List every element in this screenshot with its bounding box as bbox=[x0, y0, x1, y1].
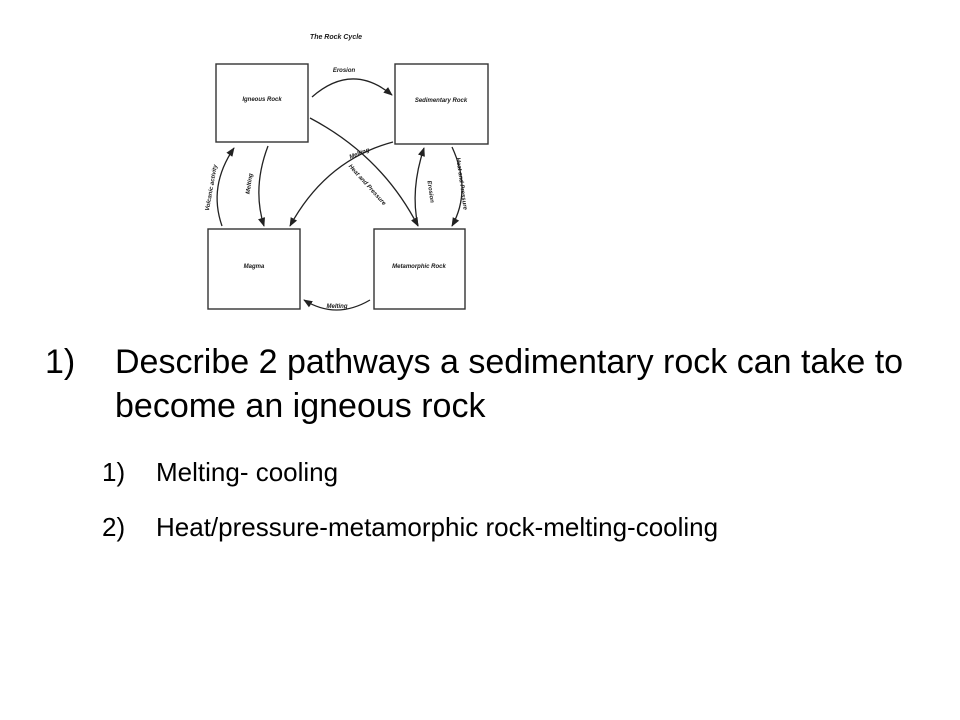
heat-pressure-right-label: Heat and Pressure bbox=[454, 157, 467, 211]
question: 1) Describe 2 pathways a sedimentary roc… bbox=[45, 340, 925, 428]
question-number: 1) bbox=[45, 343, 76, 381]
heat-pressure-right-arrow bbox=[451, 146, 463, 227]
melting-diagonal-arrow bbox=[289, 141, 394, 227]
magma-box bbox=[207, 228, 301, 310]
answer-item: 2) Heat/pressure-metamorphic rock-meltin… bbox=[102, 508, 902, 546]
question-text: Describe 2 pathways a sedimentary rock c… bbox=[115, 343, 904, 425]
answer-item: 1) Melting- cooling bbox=[102, 453, 902, 491]
melting-bottom-label: Melting bbox=[327, 304, 348, 310]
diagram-title: The Rock Cycle bbox=[310, 34, 362, 41]
answer-text: Heat/pressure-metamorphic rock-melting-c… bbox=[156, 512, 719, 542]
answer-number: 1) bbox=[102, 457, 126, 487]
heat-pressure-diagonal-arrow bbox=[309, 117, 419, 227]
sedimentary-rock-box bbox=[394, 63, 489, 145]
melting-left-label: Melting bbox=[246, 173, 255, 195]
melting-bottom-arrow bbox=[303, 299, 371, 311]
answer-number: 2) bbox=[102, 512, 126, 542]
metamorphic-rock-label: Metamorphic Rock bbox=[392, 264, 446, 270]
magma-label: Magma bbox=[244, 264, 265, 270]
melting-left-arrow bbox=[258, 145, 269, 227]
erosion-right-arrow bbox=[414, 147, 425, 227]
igneous-rock-label: Igneous Rock bbox=[242, 97, 282, 103]
erosion-right-label: Erosion bbox=[425, 180, 434, 203]
volcanic-activity-arrow bbox=[216, 147, 235, 227]
sedimentary-rock-label: Sedimentary Rock bbox=[415, 98, 468, 104]
metamorphic-rock-box bbox=[373, 228, 466, 310]
erosion-top-arrow bbox=[311, 78, 393, 98]
heat-pressure-diagonal-label: Heat and Pressure bbox=[347, 164, 387, 208]
rock-cycle-diagram: The Rock Cycle Igneous Rock Sedimentary … bbox=[205, 34, 489, 311]
igneous-rock-box bbox=[215, 63, 309, 143]
answer-text: Melting- cooling bbox=[156, 457, 339, 487]
erosion-top-label: Erosion bbox=[333, 68, 356, 74]
